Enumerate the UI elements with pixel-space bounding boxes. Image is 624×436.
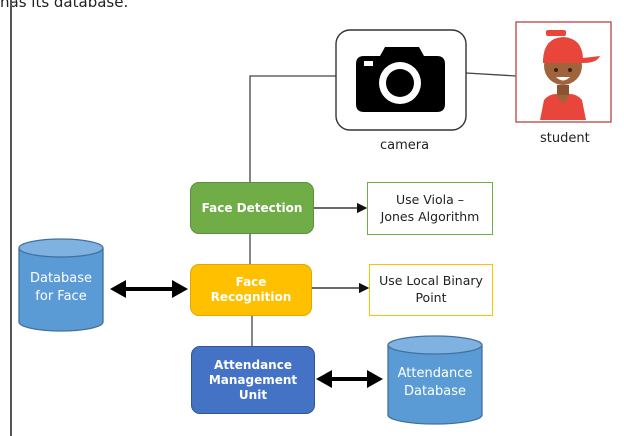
face-database-label: Database for Face [29, 271, 93, 304]
attendance-unit-box[interactable]: Attendance Management Unit [191, 346, 315, 414]
student-label: student [540, 131, 590, 146]
camera-icon [356, 47, 445, 112]
attendance-database-label: Attendance Database [397, 366, 473, 399]
viola-jones-text: Use Viola – Jones Algorithm [380, 191, 480, 224]
camera-to-student-connector [465, 72, 517, 77]
lbp-note: Use Local Binary Point [369, 264, 493, 316]
face-db-double-arrow [110, 280, 188, 298]
page-margin-line [10, 0, 12, 436]
face-recognition-box[interactable]: Face Recognition [190, 264, 312, 316]
student-icon [540, 30, 600, 120]
face-recognition-label: Face Recognition [210, 275, 292, 304]
lbp-text: Use Local Binary Point [379, 273, 483, 305]
top-caption: has its database. [0, 0, 129, 11]
face-detection-box[interactable]: Face Detection [190, 182, 314, 234]
face-detection-label: Face Detection [201, 200, 303, 215]
attendance-database-cylinder [387, 335, 483, 425]
attendance-unit-label: Attendance Management Unit [208, 357, 298, 402]
attendance-db-double-arrow [316, 370, 383, 388]
camera-to-detection-connector [249, 75, 336, 182]
viola-jones-note: Use Viola – Jones Algorithm [367, 182, 493, 235]
face-database-cylinder [18, 238, 104, 332]
camera-label: camera [380, 138, 430, 153]
